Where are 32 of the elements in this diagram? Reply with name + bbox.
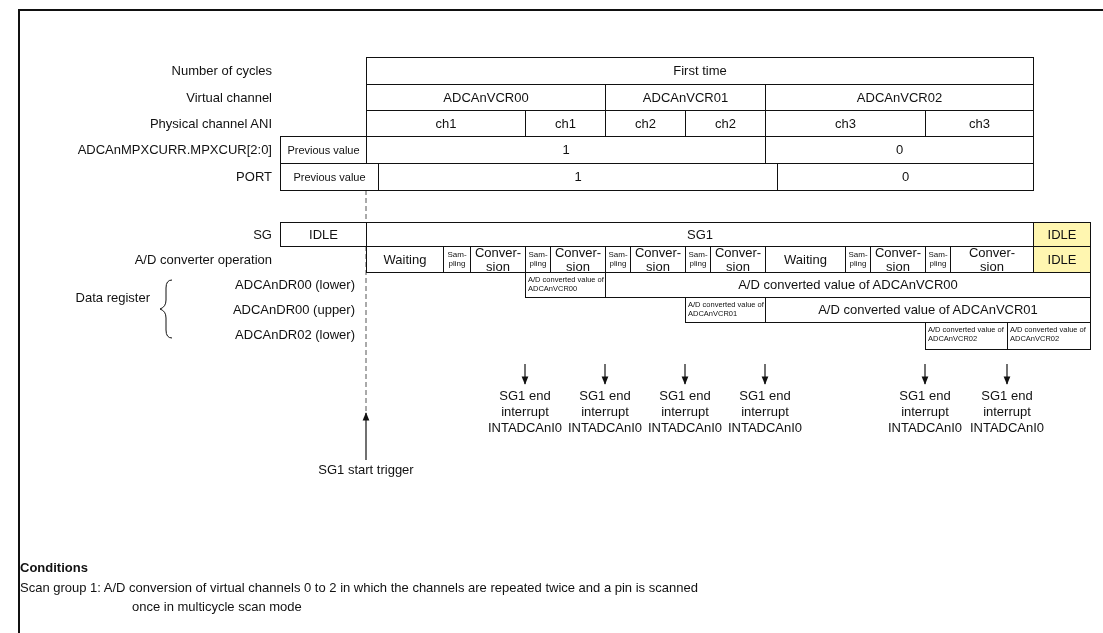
signal-segment: IDLE <box>1033 222 1091 247</box>
signal-segment: IDLE <box>280 222 367 247</box>
row-label: SG <box>252 225 272 244</box>
register-label: ADCAnDR02 (lower) <box>234 325 355 344</box>
arrow <box>1003 363 1011 385</box>
register-label: ADCAnDR00 (upper) <box>231 300 355 319</box>
register-value: A/D converted value of ADCAnVCR01 <box>765 297 1091 323</box>
condition-text: Scan group 1: A/D conversion of virtual channels 0 to 2 in which the channels are repeated twice and a pin is scanned once in multicycle scan mode <box>20 579 699 616</box>
signal-segment: 0 <box>777 163 1034 191</box>
row-label: A/D converter operation <box>133 250 272 269</box>
row-label: ADCAnMPXCURR.MPXCUR[2:0] <box>76 141 272 159</box>
signal-segment: First time <box>366 57 1034 85</box>
signal-segment: Conver-sion <box>470 246 526 273</box>
row-label: Number of cycles <box>170 62 272 80</box>
section-heading: Conditions <box>20 560 88 575</box>
group-label: Data register <box>74 288 150 307</box>
arrow <box>761 363 769 385</box>
arrow <box>921 363 929 385</box>
register-label: ADCAnDR00 (lower) <box>234 275 355 294</box>
row-label: Virtual channel <box>185 88 272 107</box>
register-value: A/D converted value of ADCAnVCR00 <box>605 272 1091 298</box>
row-label: Physical channel ANI <box>148 114 272 133</box>
signal-segment: Previous value <box>280 136 367 164</box>
arrow <box>521 363 529 385</box>
signal-segment: Previous value <box>280 163 379 191</box>
signal-segment: Waiting <box>366 246 444 273</box>
arrow <box>362 412 370 461</box>
row-label: PORT <box>235 168 272 186</box>
signal-segment: IDLE <box>1033 246 1091 273</box>
arrow <box>601 363 609 385</box>
trigger-label: SG1 start trigger <box>306 462 426 478</box>
arrow <box>681 363 689 385</box>
